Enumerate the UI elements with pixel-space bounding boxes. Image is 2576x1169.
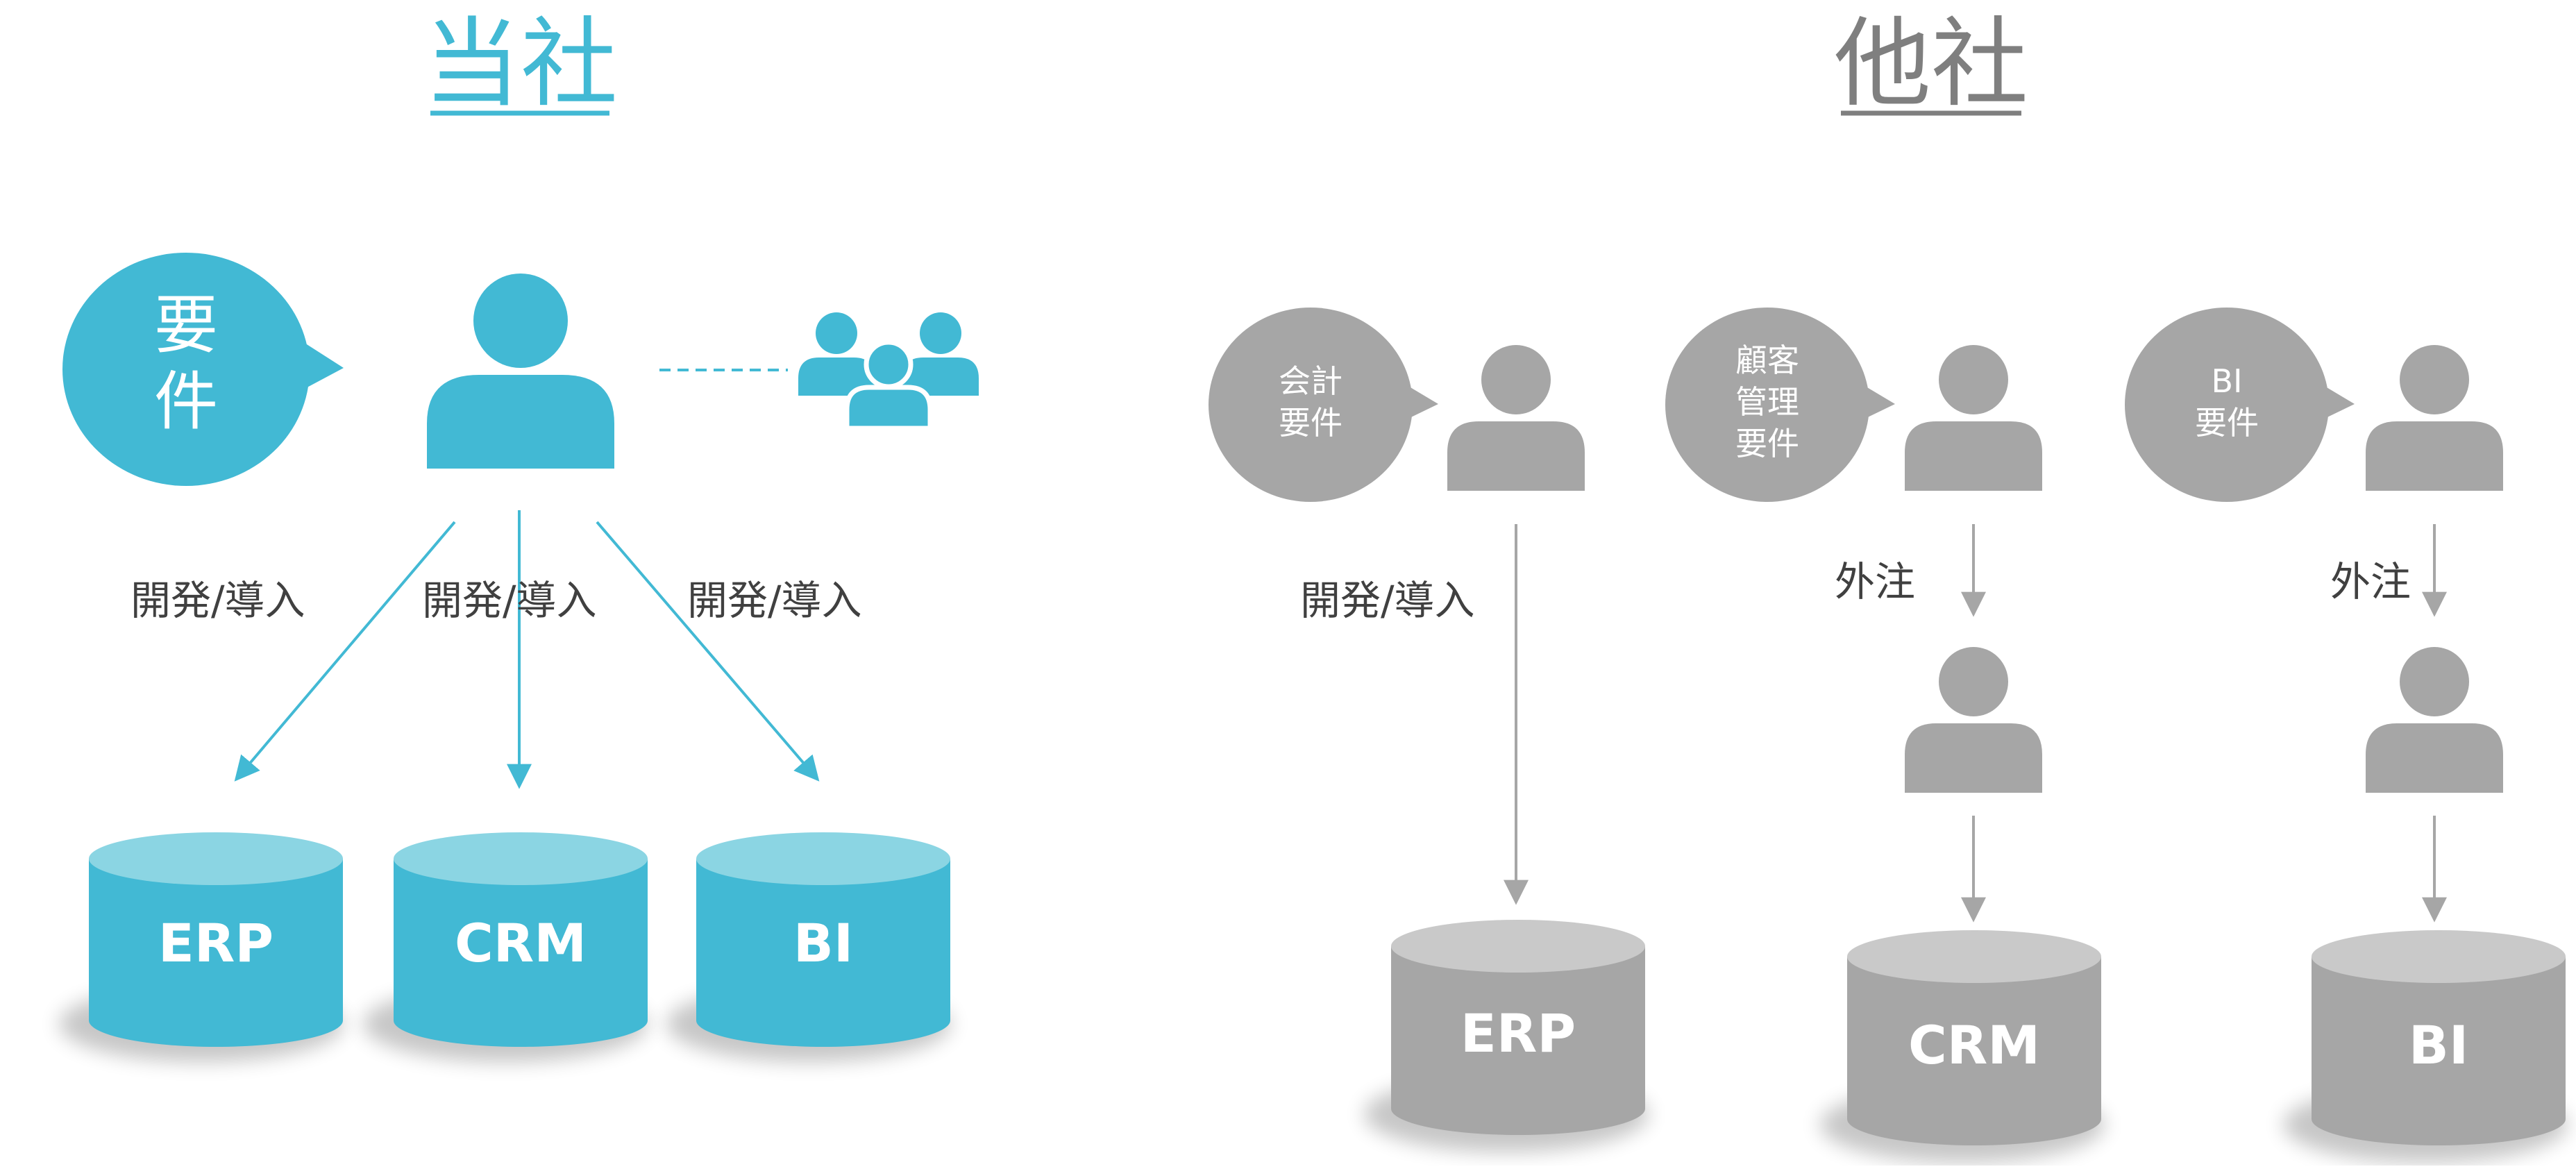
ours-person-icon (427, 274, 614, 469)
ours-system-bi: BI (666, 832, 951, 1062)
others-bi-bubble: BI 要件 (2125, 308, 2355, 502)
others-bubble-1-line-1: 会計 (1279, 362, 1342, 400)
others-crm-bubble: 顧客 管理 要件 (1665, 308, 1895, 502)
others-edge-label-crm: 外注 (1835, 558, 1915, 605)
ours-bubble-line-1: 要 (154, 288, 218, 362)
others-bubble-1-line-2: 要件 (1279, 404, 1342, 441)
ours-system-erp-label: ERP (158, 912, 273, 974)
others-system-crm: CRM (1820, 930, 2105, 1163)
ours-edge-label-bi: 開発/導入 (687, 577, 862, 624)
ours-system-erp: ERP (59, 832, 344, 1062)
ours-arrow-bi (596, 521, 820, 782)
others-system-erp: ERP (1364, 920, 1649, 1152)
others-person-1-icon (1447, 345, 1585, 491)
others-system-erp-label: ERP (1460, 1002, 1576, 1064)
ours-edge-label-crm: 開発/導入 (422, 577, 597, 624)
others-bubble-3-line-2: 要件 (2195, 404, 2259, 441)
others-person-3-icon (2366, 345, 2503, 491)
others-vendor-3-icon (2366, 647, 2503, 793)
ours-team-group-icon (798, 312, 979, 431)
others-bubble-3-line-1: BI (2211, 362, 2242, 400)
ours-system-bi-label: BI (793, 912, 853, 974)
others-bubble-2-line-2: 管理 (1735, 383, 1799, 421)
others-title: 他社 (1834, 8, 2028, 121)
ours-arrow-erp (234, 521, 456, 782)
others-system-bi: BI (2283, 930, 2568, 1163)
others-system-crm-label: CRM (1908, 1014, 2040, 1076)
ours-system-crm-label: CRM (455, 912, 587, 974)
ours-title: 当社 (423, 8, 618, 121)
others-edge-label-bi: 外注 (2330, 558, 2411, 605)
others-bubble-2-line-1: 顧客 (1735, 342, 1799, 379)
ours-system-crm: CRM (363, 832, 648, 1062)
others-vendor-2-icon (1905, 647, 2042, 793)
ours-bubble-line-2: 件 (154, 364, 218, 439)
others-bubble-2-line-3: 要件 (1735, 425, 1799, 462)
others-accounting-bubble: 会計 要件 (1209, 308, 1438, 502)
others-section: 他社 会計 要件 開発/導入 ERP 顧客 管理 要件 (1209, 8, 2568, 1163)
others-edge-label-erp: 開発/導入 (1300, 577, 1475, 624)
ours-section: 当社 要 件 開発/導入 開発/導入 (59, 8, 979, 1062)
ours-edge-label-erp: 開発/導入 (131, 577, 305, 624)
ours-requirement-bubble: 要 件 (62, 253, 344, 486)
others-person-2-icon (1905, 345, 2042, 491)
others-system-bi-label: BI (2409, 1014, 2468, 1076)
